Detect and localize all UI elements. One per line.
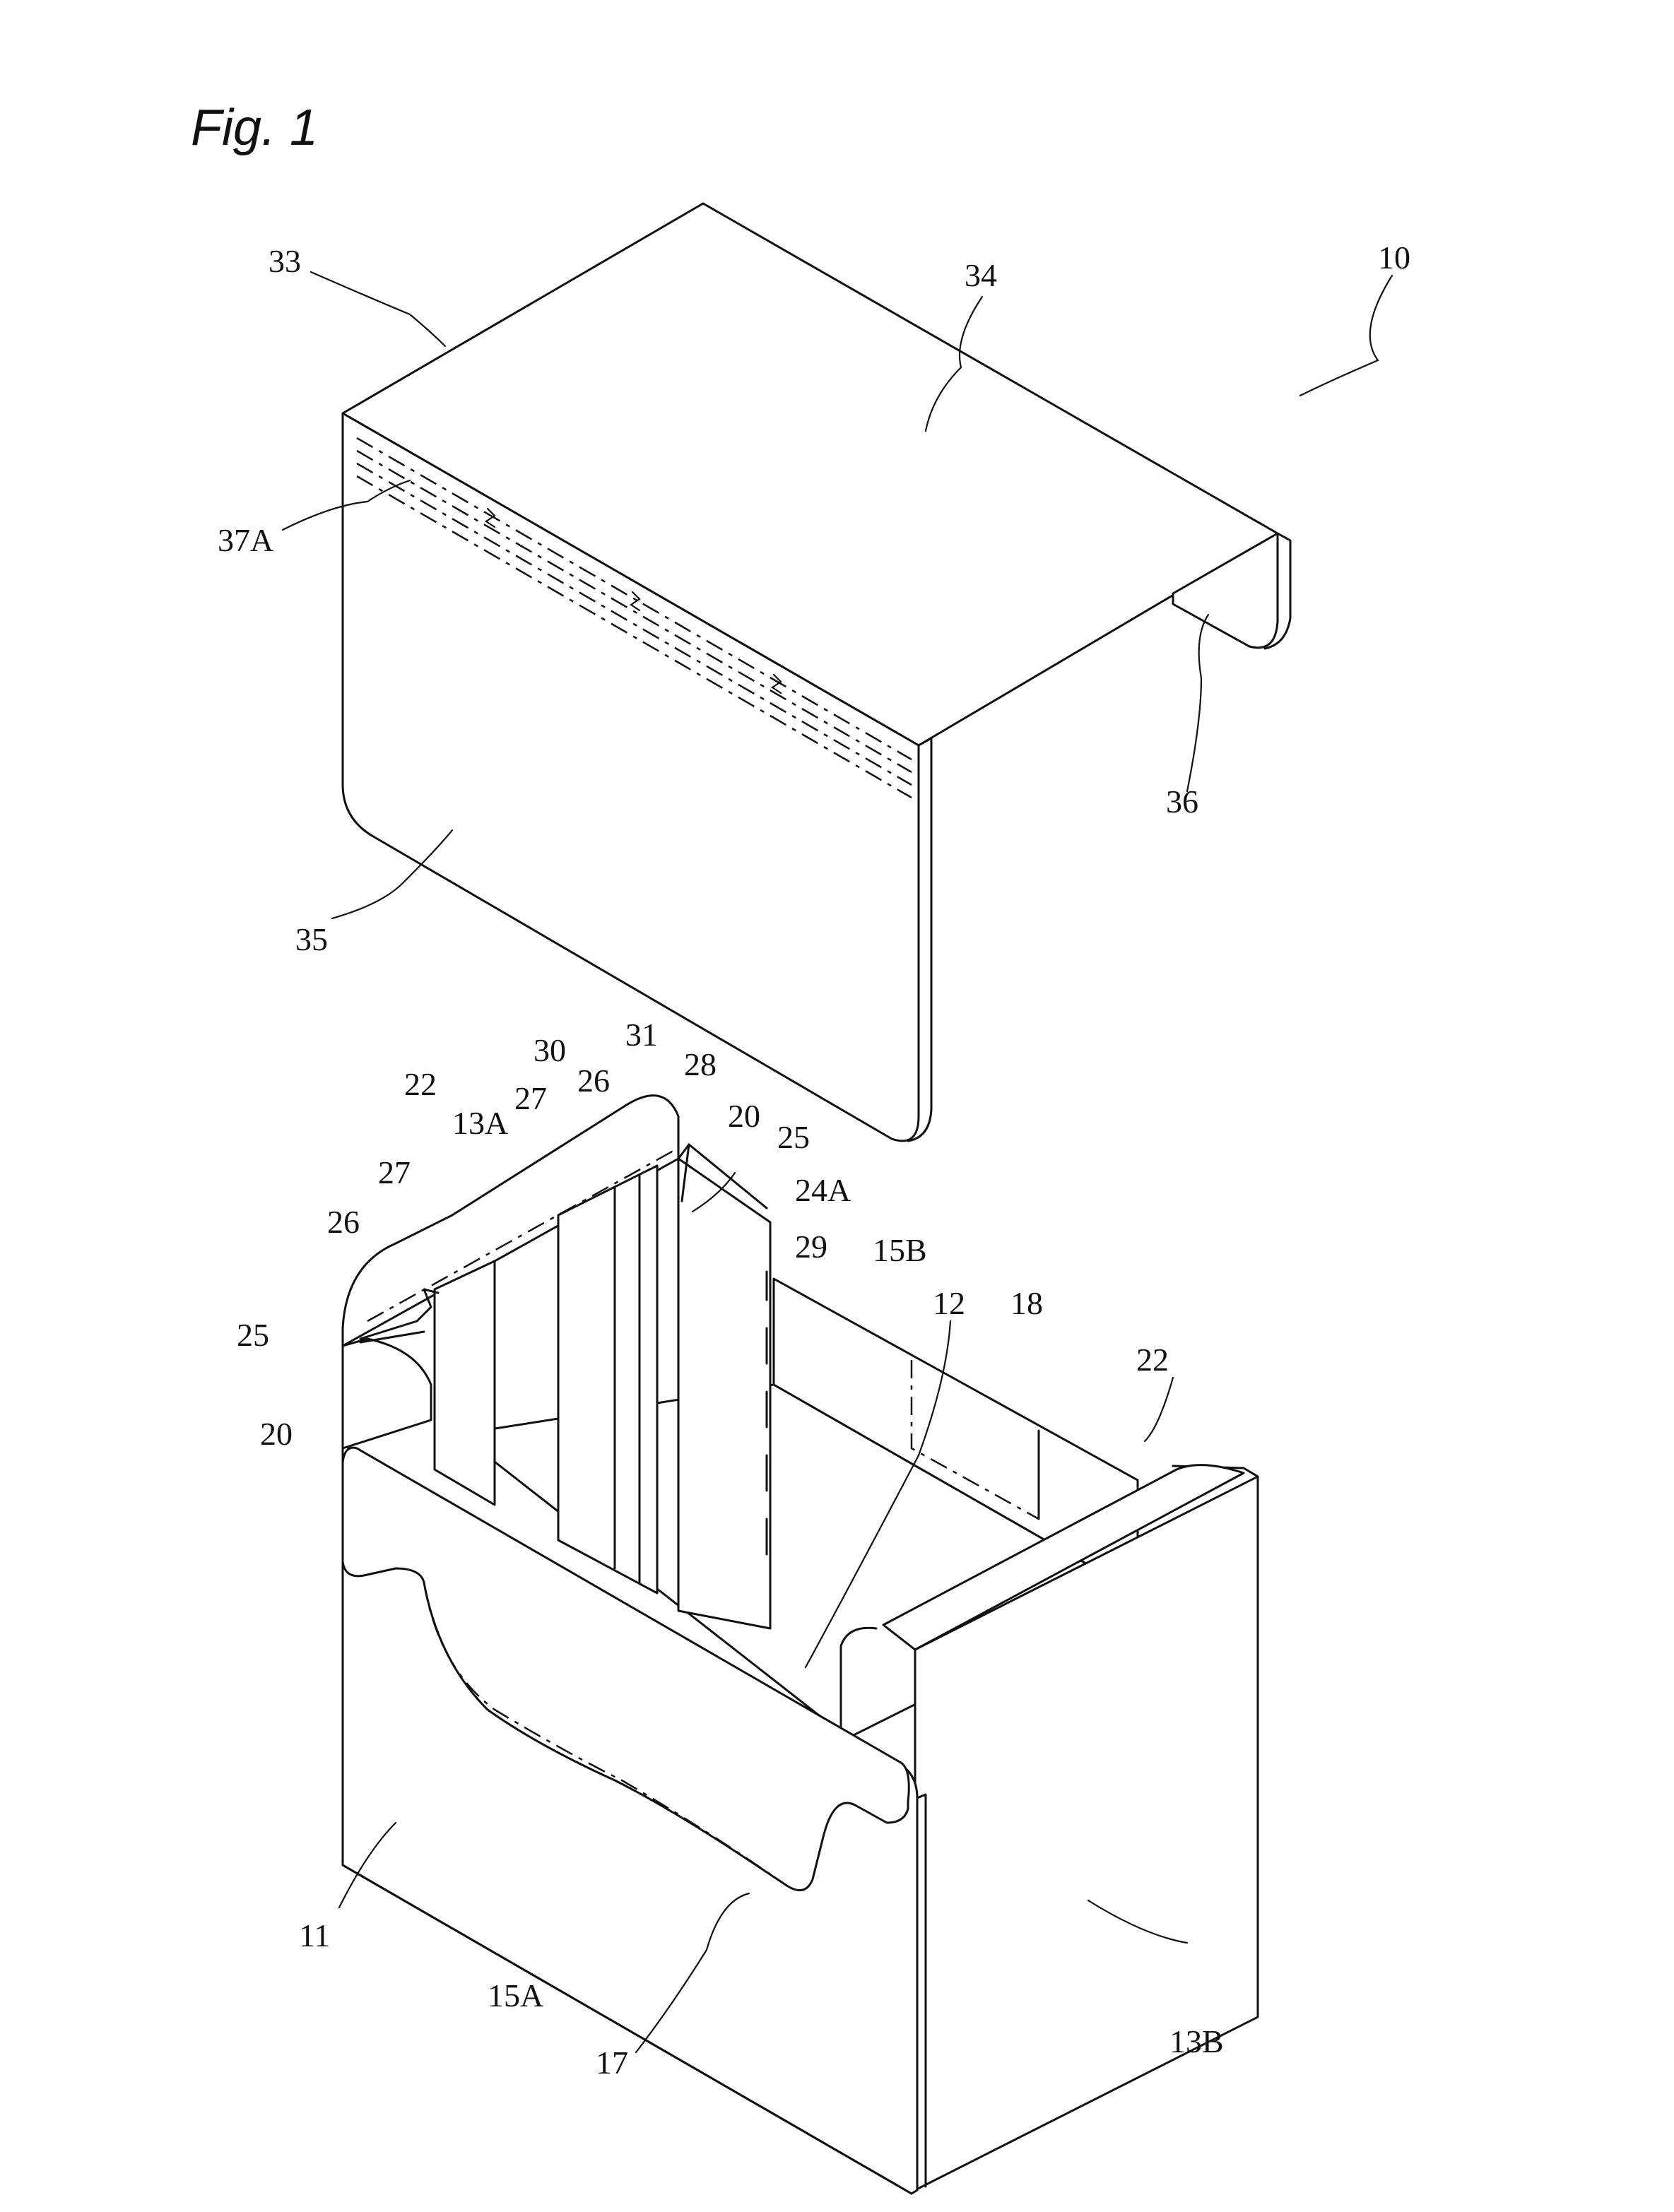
ref-36: 36 bbox=[1166, 783, 1198, 820]
lid-body bbox=[343, 203, 1290, 1141]
tray-left-fold-20 bbox=[343, 1339, 431, 1448]
ref-15A: 15A bbox=[488, 1977, 543, 2013]
figure-label: Fig. 1 bbox=[191, 100, 318, 156]
ref-11: 11 bbox=[299, 1917, 330, 1953]
ref-30: 30 bbox=[534, 1032, 566, 1068]
ref-27-lower: 27 bbox=[378, 1154, 411, 1190]
ref-13B: 13B bbox=[1169, 2023, 1224, 2059]
ref-37A: 37A bbox=[218, 522, 273, 558]
ref-17: 17 bbox=[596, 2045, 628, 2081]
ref-20-left: 20 bbox=[260, 1416, 293, 1452]
ref-31: 31 bbox=[625, 1017, 658, 1053]
ref-13A: 13A bbox=[452, 1105, 508, 1141]
ref-24A: 24A bbox=[795, 1172, 851, 1208]
ref-33: 33 bbox=[269, 243, 301, 279]
ref-20-right: 20 bbox=[728, 1098, 760, 1134]
ref-18: 18 bbox=[1010, 1285, 1043, 1321]
ref-10: 10 bbox=[1378, 239, 1410, 276]
ref-28: 28 bbox=[684, 1046, 717, 1082]
ref-25-left: 25 bbox=[237, 1317, 269, 1353]
ref-27-upper: 27 bbox=[514, 1080, 547, 1116]
ref-34: 34 bbox=[965, 257, 997, 293]
ref-26-upper: 26 bbox=[577, 1063, 610, 1099]
ref-15B: 15B bbox=[873, 1232, 927, 1268]
ref-35: 35 bbox=[295, 921, 328, 957]
ref-25-right: 25 bbox=[777, 1119, 810, 1155]
ref-26-lower: 26 bbox=[327, 1204, 360, 1240]
ref-29: 29 bbox=[795, 1229, 827, 1265]
ref-22-right: 22 bbox=[1136, 1342, 1169, 1378]
ref-22-left: 22 bbox=[404, 1066, 437, 1102]
ref-12: 12 bbox=[933, 1285, 965, 1321]
